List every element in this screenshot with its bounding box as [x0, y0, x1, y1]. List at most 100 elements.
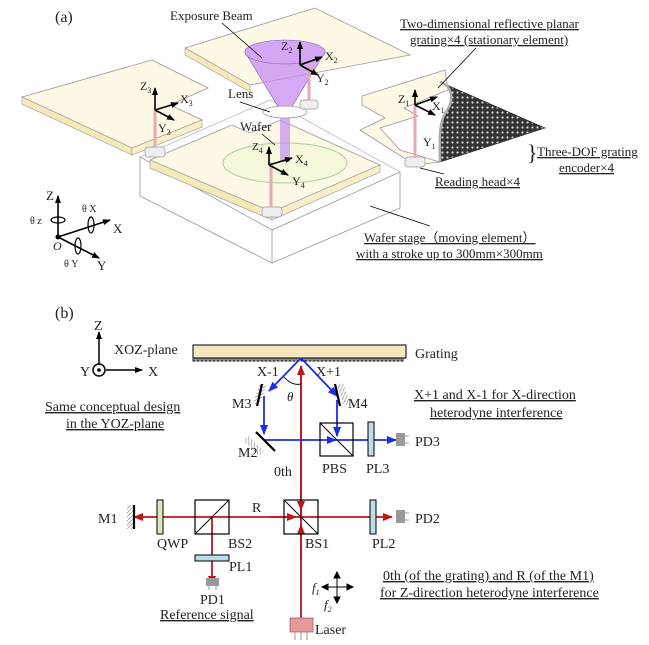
blue-beams [260, 357, 397, 444]
frame-4-y: Y4 [292, 174, 305, 190]
lens-label: Lens [228, 86, 253, 101]
exposure-beam [244, 39, 326, 162]
bs2-label: BS2 [228, 537, 252, 552]
frame-1 [412, 89, 438, 116]
x-note-line1: X+1 and X-1 for X-direction [414, 388, 576, 403]
grating-plate-1 [359, 69, 547, 166]
qwp [156, 499, 164, 535]
theta-x-label: θ X [82, 204, 97, 215]
theta-y-label: θ Y [64, 259, 79, 270]
exposure-beam-leader [221, 22, 263, 59]
encoder-note-line2: encoder×4 [559, 160, 614, 175]
pl2-label: PL2 [372, 537, 395, 552]
theta-arc [283, 376, 302, 385]
wafer-stage [139, 99, 401, 264]
z-note-line1: 0th (of the grating) and R (of the M1) [383, 569, 594, 584]
bs1 [283, 499, 319, 535]
global-y-label: Y [97, 258, 107, 273]
pd3 [396, 433, 409, 446]
encoder-note-line1: Three-DOF grating [537, 144, 638, 159]
m4-label: M4 [348, 397, 367, 412]
reading-head-label: Reading head×4 [435, 174, 520, 189]
bs1-label: BS1 [305, 537, 329, 552]
laser-label: Laser [315, 623, 346, 638]
frame-2-y: Y2 [316, 71, 329, 87]
frame-3 [152, 87, 179, 121]
frame-4-x: X4 [295, 152, 308, 168]
pl2 [369, 499, 377, 535]
bs2 [194, 499, 230, 535]
reading-head-2 [299, 99, 319, 110]
m2-label: M2 [238, 446, 257, 461]
frame-3-x: X3 [180, 92, 193, 108]
panel-a-label: (a) [55, 9, 73, 26]
origin-dot [55, 234, 61, 240]
frame-2 [297, 41, 323, 76]
wafer-leader [261, 133, 276, 146]
origin-label: O [53, 239, 62, 253]
reading-head-3 [144, 146, 166, 158]
axes-b-z: Z [94, 319, 103, 334]
lens [262, 105, 308, 119]
x-plus-1-label: X+1 [316, 365, 341, 380]
pl1 [194, 554, 230, 562]
frame-1-y: Y1 [423, 135, 436, 151]
wafer-label: Wafer [240, 119, 272, 134]
pd2 [396, 510, 409, 523]
axes-b-y: Y [80, 365, 90, 380]
grating-leader [437, 47, 477, 89]
frame-3-y: Y3 [158, 121, 171, 137]
frame-4-z: Z4 [252, 141, 263, 155]
mirror-m1 [127, 505, 136, 529]
grating-note-line1: Two-dimensional reflective planar [400, 16, 580, 31]
pd1 [206, 578, 219, 590]
y-out-of-page-icon [97, 368, 101, 372]
m3-label: M3 [232, 397, 251, 412]
x-minus-1-beam [268, 357, 302, 392]
stage-leader [369, 205, 431, 227]
frame-2-z: Z2 [281, 39, 292, 55]
polarization-icon [320, 570, 355, 605]
yoz-note-line2: in the YOZ-plane [66, 417, 164, 432]
x-note-line2: heterodyne interference [430, 406, 563, 421]
pbs-label: PBS [322, 462, 347, 477]
pl3 [367, 421, 375, 457]
reading-head-4 [261, 206, 283, 218]
frame-3-z: Z3 [140, 79, 151, 95]
x-minus-1-label: X-1 [257, 365, 279, 380]
global-x-label: X [113, 221, 123, 236]
reading-head-leader [419, 167, 445, 175]
mirror-m2 [243, 431, 276, 457]
m1-label: M1 [98, 512, 117, 527]
pd3-label: PD3 [415, 435, 440, 450]
reading-heads [144, 99, 426, 218]
qwp-label: QWP [157, 537, 188, 552]
frame-1-z: Z1 [398, 92, 409, 108]
frame-1-x: X1 [432, 99, 445, 115]
reference-signal-label: Reference signal [160, 608, 254, 623]
rotation-z-icon [50, 216, 66, 224]
pd2-label: PD2 [415, 512, 440, 527]
theta-label: θ [287, 389, 294, 404]
grating-note-line2: grating×4 (stationary element) [410, 32, 568, 47]
grating-label: Grating [415, 347, 458, 362]
pbs [319, 422, 354, 457]
global-axes [50, 195, 111, 259]
f1-label: f1 [312, 580, 320, 597]
f2-label: f2 [324, 597, 332, 614]
global-z-label: Z [46, 188, 54, 203]
exposure-beam-label: Exposure Beam [170, 8, 253, 23]
rotation-x-icon [87, 216, 95, 234]
encoder-brace: } [527, 140, 538, 165]
mirror-m4 [333, 382, 351, 407]
lens-leader [239, 101, 271, 113]
grating-plate-3 [20, 59, 209, 156]
frame-2-x: X2 [325, 49, 338, 65]
plane-label: XOZ-plane [114, 343, 178, 358]
stage-note-line2: with a stroke up to 300mm×300mm [356, 246, 543, 261]
zeroth-order-label: 0th [274, 465, 292, 480]
reference-beam-label: R [252, 501, 262, 516]
panel-a: (a) [20, 7, 638, 273]
theta-z-label: θ z [30, 216, 42, 227]
